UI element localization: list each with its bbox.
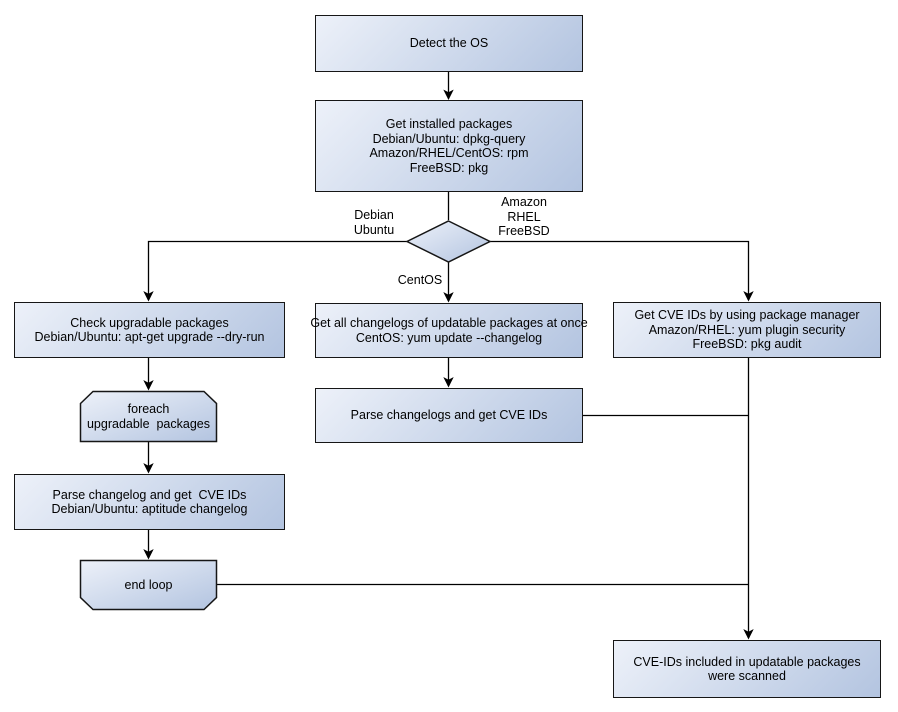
edge-decision-to-check-upgradable bbox=[143, 240, 408, 302]
node-parse-changelog-left: Parse changelog and get CVE IDs Debian/U… bbox=[14, 474, 285, 530]
node-get-cve-ids-right: Get CVE IDs by using package manager Ama… bbox=[613, 302, 881, 358]
node-get-all-changelogs: Get all changelogs of updatable packages… bbox=[310, 303, 588, 358]
node-parse-changelogs-middle: Parse changelogs and get CVE IDs bbox=[315, 388, 583, 443]
loop-start-shape bbox=[79, 390, 218, 443]
node-detect-os: Detect the OS bbox=[315, 15, 583, 72]
branch-label-centos: CentOS bbox=[397, 273, 443, 287]
branch-label-amazon-rhel-freebsd: Amazon RHEL FreeBSD bbox=[498, 195, 550, 238]
node-get-installed-packages: Get installed packages Debian/Ubuntu: dp… bbox=[315, 100, 583, 192]
node-result-cve-scanned: CVE-IDs included in updatable packages w… bbox=[613, 640, 881, 698]
node-check-upgradable-packages: Check upgradable packages Debian/Ubuntu:… bbox=[14, 302, 285, 358]
node-foreach-upgradable-packages: foreach upgradable packages bbox=[86, 402, 210, 431]
edge-decision-to-get-cve-ids bbox=[490, 240, 754, 302]
decision-diamond bbox=[405, 220, 492, 263]
branch-label-debian-ubuntu: Debian Ubuntu bbox=[353, 208, 395, 237]
node-end-loop: end loop bbox=[124, 577, 173, 592]
loop-end-shape bbox=[79, 559, 218, 611]
